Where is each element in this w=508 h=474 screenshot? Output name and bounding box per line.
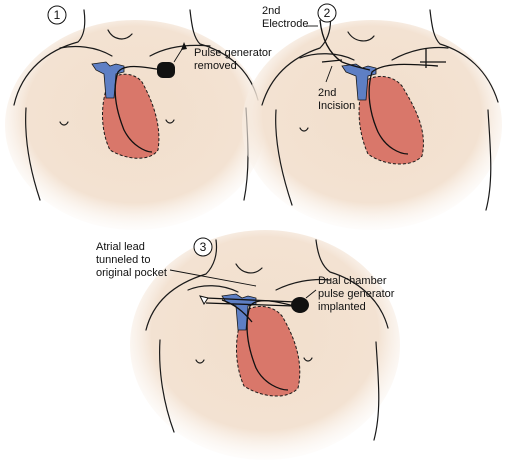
label-line: tunneled to bbox=[96, 254, 150, 266]
arm-left bbox=[275, 109, 293, 206]
nipple-right bbox=[165, 119, 175, 124]
atrial-lead-tunnel bbox=[205, 297, 297, 303]
clavicle-left bbox=[59, 45, 113, 57]
dual-generator-leader bbox=[305, 289, 317, 299]
incision-line bbox=[321, 59, 343, 63]
label-line: Incision bbox=[318, 100, 355, 112]
panel-1-number-circle bbox=[47, 5, 67, 25]
atrial-lead-into-heart bbox=[221, 299, 253, 323]
heart bbox=[236, 306, 301, 397]
clavicle-left bbox=[299, 53, 355, 61]
label-line: original pocket bbox=[96, 267, 167, 279]
clavicle-right bbox=[149, 44, 211, 57]
label-line: Atrial lead bbox=[96, 241, 145, 253]
panel-3-number: 3 bbox=[200, 240, 207, 254]
neck-shoulder-outline bbox=[261, 9, 499, 106]
neck-shoulder-outline bbox=[145, 239, 389, 331]
arm-right bbox=[485, 109, 492, 211]
clavicle-left bbox=[187, 285, 239, 293]
dual-chamber-generator bbox=[291, 297, 309, 313]
heart bbox=[102, 73, 160, 159]
clavicle-right bbox=[275, 278, 331, 291]
heart bbox=[358, 76, 424, 165]
nipple-left bbox=[299, 127, 309, 132]
incision-leader bbox=[325, 65, 333, 83]
label-line: Pulse generator bbox=[194, 47, 272, 59]
arm-left bbox=[25, 107, 41, 201]
label-line: removed bbox=[194, 60, 237, 72]
arm-left bbox=[159, 339, 175, 433]
ventricular-lead bbox=[114, 65, 163, 153]
panel-2-number-circle bbox=[317, 3, 337, 23]
nipple-right bbox=[303, 357, 313, 362]
label-line: implanted bbox=[318, 301, 366, 313]
jugular-notch bbox=[235, 263, 263, 274]
label-line: 2nd bbox=[318, 87, 336, 99]
arm-right bbox=[373, 341, 380, 441]
atrial-lead-leader bbox=[169, 269, 257, 287]
arrow-head bbox=[181, 42, 187, 50]
panel-1-number: 1 bbox=[54, 8, 61, 22]
label-line: 2nd bbox=[262, 5, 280, 17]
clavicle-right bbox=[391, 46, 449, 61]
tunnel-end bbox=[199, 295, 209, 305]
atrial-lead-tunnel-2 bbox=[205, 302, 295, 307]
nipple-left bbox=[59, 121, 69, 126]
panel-2-number: 2 bbox=[324, 6, 331, 20]
label-line: Electrode bbox=[262, 18, 308, 30]
second-electrode bbox=[319, 19, 371, 71]
neck-shoulder-outline bbox=[13, 9, 259, 106]
panel-3-number-circle bbox=[193, 237, 213, 257]
jugular-notch bbox=[107, 29, 133, 40]
nipple-left bbox=[195, 359, 205, 364]
label-line: pulse generator bbox=[318, 288, 395, 300]
vena-cava bbox=[91, 61, 125, 99]
ventricular-lead bbox=[368, 63, 439, 155]
jugular-notch bbox=[347, 31, 375, 42]
pulse-generator bbox=[157, 62, 175, 78]
label-line: Dual chamber bbox=[318, 275, 387, 287]
